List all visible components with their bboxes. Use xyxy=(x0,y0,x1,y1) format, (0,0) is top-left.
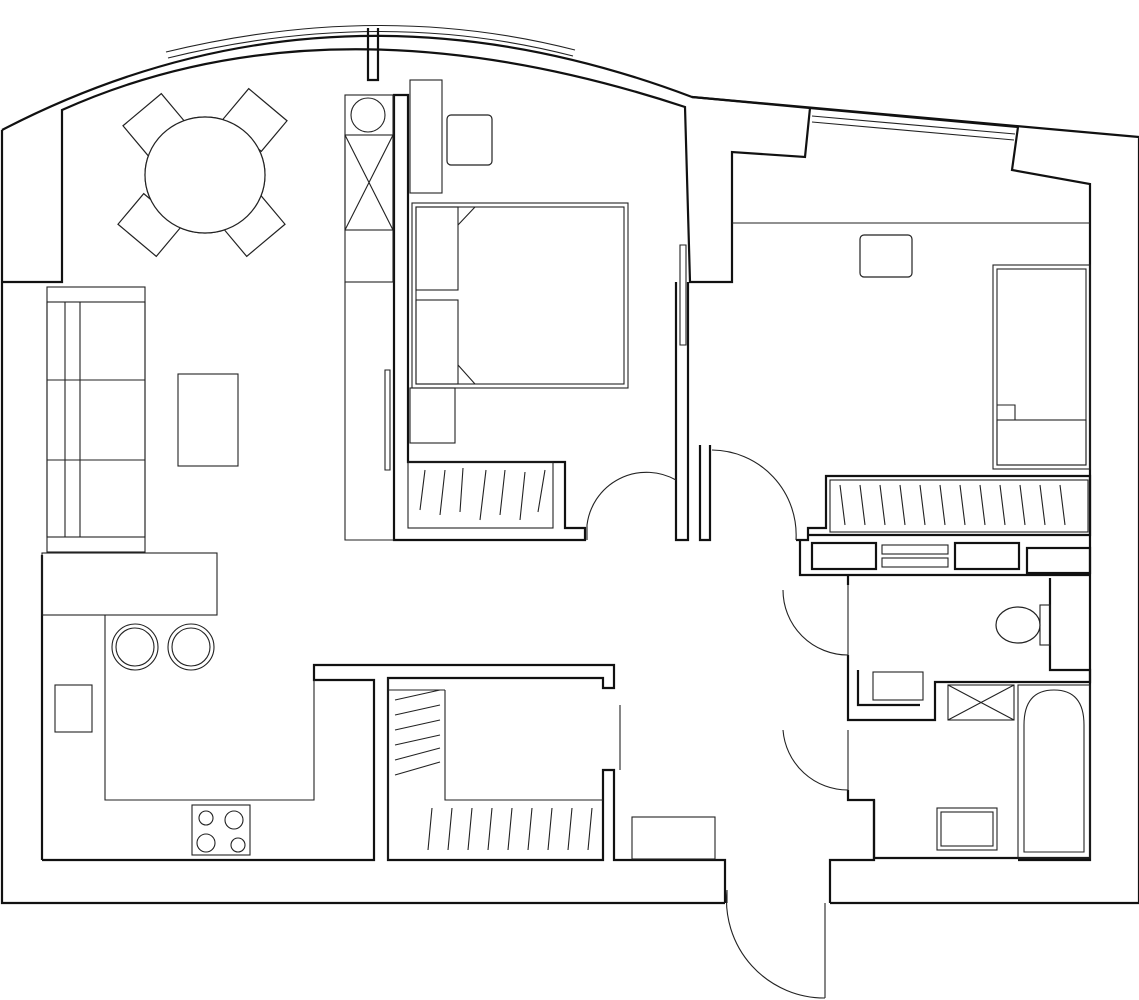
closet-shelves xyxy=(387,678,603,860)
shower-cabinet xyxy=(947,684,1015,721)
cooktop xyxy=(191,804,251,856)
double-bed xyxy=(409,202,629,444)
sofa xyxy=(46,286,146,553)
bath-sink xyxy=(936,807,998,851)
bathtub-inner xyxy=(1023,689,1085,853)
coffee-table xyxy=(177,373,239,467)
chair xyxy=(446,114,493,166)
chair xyxy=(859,234,913,278)
kitchen-sink xyxy=(54,684,93,733)
bathtub xyxy=(1017,684,1091,859)
kitchen-bar xyxy=(41,552,218,616)
wardrobe-1 xyxy=(407,461,554,529)
hall-cabinets xyxy=(810,541,1092,575)
outer-walls xyxy=(0,24,1139,905)
shaft xyxy=(344,94,394,541)
toilet xyxy=(995,606,1041,644)
wardrobe-2 xyxy=(829,479,1089,533)
wc-sink xyxy=(872,671,924,701)
kitchen-counter xyxy=(104,615,315,801)
shoe-cabinet xyxy=(631,816,716,860)
doors xyxy=(384,244,849,999)
single-bed xyxy=(992,264,1091,470)
bar-stools xyxy=(111,623,215,671)
desk xyxy=(409,79,443,194)
dining-set xyxy=(117,87,288,258)
